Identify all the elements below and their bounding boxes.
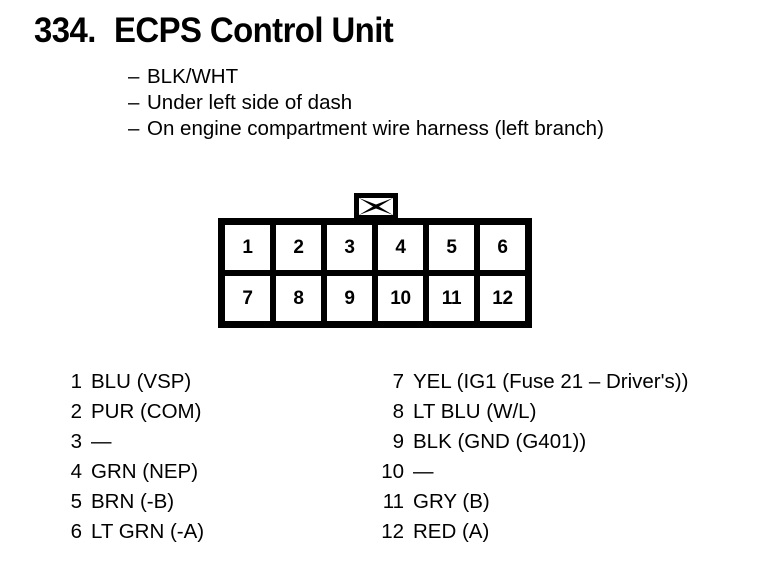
pin-legend-row: 10 —	[380, 457, 688, 487]
pin-cell: 6	[480, 225, 525, 270]
pin-legend-row: 8 LT BLU (W/L)	[380, 397, 688, 427]
pin-legend-description: BLK (GND (G401))	[413, 430, 587, 453]
pin-legend-row: 3 —	[58, 427, 204, 457]
pin-legend-row: 5 BRN (-B)	[58, 487, 204, 517]
note-item-text: BLK/WHT	[147, 65, 239, 88]
pin-cell: 10	[378, 276, 423, 321]
pin-legend-number: 8	[392, 400, 404, 423]
note-item: – On engine compartment wire harness (le…	[128, 116, 604, 142]
pin-legend-number: 9	[392, 430, 404, 453]
pin-legend-row: 4 GRN (NEP)	[58, 457, 204, 487]
pin-legend-number: 3	[70, 430, 82, 453]
note-dash-icon: –	[128, 117, 140, 140]
pin-legend: 1 BLU (VSP) 2 PUR (COM) 3 — 4 GRN (NEP) …	[0, 367, 768, 547]
pin-legend-row: 2 PUR (COM)	[58, 397, 204, 427]
pin-legend-number: 10	[381, 460, 404, 483]
pin-legend-description: LT BLU (W/L)	[413, 400, 537, 423]
note-item-text: Under left side of dash	[147, 91, 353, 114]
pin-cell: 11	[429, 276, 474, 321]
pin-cell: 9	[327, 276, 372, 321]
pin-cell: 8	[276, 276, 321, 321]
pin-legend-description: BLU (VSP)	[91, 370, 192, 393]
pin-cell: 5	[429, 225, 474, 270]
page-title-number: 334.	[34, 11, 96, 50]
pin-legend-row: 11 GRY (B)	[380, 487, 688, 517]
pin-legend-description: LT GRN (-A)	[91, 520, 205, 543]
pin-legend-description: —	[413, 460, 434, 483]
pin-legend-description: RED (A)	[413, 520, 490, 543]
pin-legend-row: 12 RED (A)	[380, 517, 688, 547]
pin-legend-number: 11	[382, 490, 404, 513]
pin-legend-row: 9 BLK (GND (G401))	[380, 427, 688, 457]
pin-legend-description: —	[91, 430, 112, 453]
pin-legend-number: 2	[70, 400, 82, 423]
connector-pin-row-bottom: 7 8 9 10 11 12	[225, 276, 525, 321]
pin-legend-description: GRY (B)	[413, 490, 490, 513]
pin-cell: 12	[480, 276, 525, 321]
connector-latch-x-icon	[354, 193, 398, 220]
page-title-name: ECPS Control Unit	[113, 11, 394, 50]
pin-legend-column-left: 1 BLU (VSP) 2 PUR (COM) 3 — 4 GRN (NEP) …	[58, 367, 205, 547]
pin-cell: 2	[276, 225, 321, 270]
pin-legend-number: 12	[381, 520, 404, 543]
pin-legend-row: 6 LT GRN (-A)	[58, 517, 205, 547]
notes-list: – BLK/WHT – Under left side of dash – On…	[128, 64, 604, 142]
pin-legend-number: 7	[392, 370, 404, 393]
page-title: 334. ECPS Control Unit	[34, 13, 411, 48]
pin-legend-description: BRN (-B)	[91, 490, 175, 513]
pin-legend-number: 6	[70, 520, 82, 543]
pin-legend-description: YEL (IG1 (Fuse 21 – Driver's))	[413, 370, 689, 393]
pin-legend-description: GRN (NEP)	[91, 460, 199, 483]
pin-legend-description: PUR (COM)	[91, 400, 202, 423]
pin-legend-number: 4	[70, 460, 82, 483]
pin-cell: 7	[225, 276, 270, 321]
note-dash-icon: –	[128, 91, 140, 114]
pin-legend-number: 5	[70, 490, 82, 513]
note-dash-icon: –	[128, 65, 140, 88]
connector-pin-grid: 1 2 3 4 5 6 7 8 9 10 11 12	[218, 218, 532, 328]
note-item: – BLK/WHT	[128, 64, 604, 90]
note-item: – Under left side of dash	[128, 90, 604, 116]
pin-legend-column-right: 7 YEL (IG1 (Fuse 21 – Driver's)) 8 LT BL…	[380, 367, 688, 547]
pin-cell: 3	[327, 225, 372, 270]
pin-legend-row: 7 YEL (IG1 (Fuse 21 – Driver's))	[380, 367, 689, 397]
pin-legend-number: 1	[70, 370, 82, 393]
note-item-text: On engine compartment wire harness (left…	[147, 117, 604, 140]
pin-cell: 1	[225, 225, 270, 270]
pin-legend-row: 1 BLU (VSP)	[58, 367, 204, 397]
pin-cell: 4	[378, 225, 423, 270]
connector-pin-row-top: 1 2 3 4 5 6	[225, 225, 525, 270]
